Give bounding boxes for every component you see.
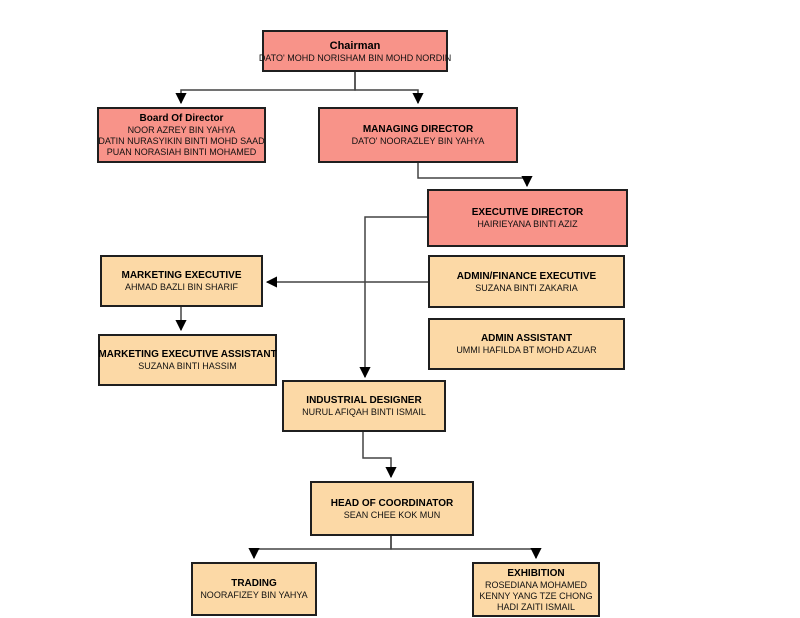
node-person: UMMI HAFILDA BT MOHD AZUAR <box>456 345 597 355</box>
connector-industrial-designer-to-head-coordinator <box>362 432 397 479</box>
node-person: SUZANA BINTI ZAKARIA <box>475 282 578 293</box>
connector-chairman-to-managing-director <box>354 72 424 105</box>
node-person: PUAN NORASIAH BINTI MOHAMED <box>106 147 257 157</box>
org-node-industrial-designer[interactable]: INDUSTRIAL DESIGNER NURUL AFIQAH BINTI I… <box>282 380 446 432</box>
node-person: DATO' NOORAZLEY BIN YAHYA <box>351 136 485 146</box>
org-node-head-of-coordinator[interactable]: HEAD OF COORDINATOR SEAN CHEE KOK MUN <box>310 481 474 536</box>
org-node-chairman[interactable]: Chairman DATO' MOHD NORISHAM BIN MOHD NO… <box>258 30 452 72</box>
node-person: DATO' MOHD NORISHAM BIN MOHD NORDIN <box>258 52 452 63</box>
node-person: SEAN CHEE KOK MUN <box>343 509 441 520</box>
node-title: MARKETING EXECUTIVE <box>121 270 242 281</box>
connector-head-coordinator-to-trading <box>248 536 392 560</box>
connector-managing-to-executive-director <box>417 163 533 188</box>
org-node-board-of-director[interactable]: Board Of Director NOOR AZREY BIN YAHYA D… <box>97 107 266 163</box>
org-node-admin-finance-executive[interactable]: ADMIN/FINANCE EXECUTIVE SUZANA BINTI ZAK… <box>428 255 625 308</box>
node-person: ROSEDIANA MOHAMED <box>484 579 587 590</box>
org-node-marketing-executive[interactable]: MARKETING EXECUTIVE AHMAD BAZLI BIN SHAR… <box>100 255 263 307</box>
node-title: MANAGING DIRECTOR <box>362 124 474 135</box>
org-node-managing-director[interactable]: MANAGING DIRECTOR DATO' NOORAZLEY BIN YA… <box>318 107 518 163</box>
node-title: INDUSTRIAL DESIGNER <box>306 395 422 406</box>
org-node-admin-assistant[interactable]: ADMIN ASSISTANT UMMI HAFILDA BT MOHD AZU… <box>428 318 625 370</box>
node-person: KENNY YANG TZE CHONG <box>479 590 593 601</box>
node-person: DATIN NURASYIKIN BINTI MOHD SAAD <box>98 136 265 146</box>
connector-executive-director-to-industrial-designer <box>359 216 427 379</box>
node-title: HEAD OF COORDINATOR <box>330 497 454 509</box>
node-person: AHMAD BAZLI BIN SHARIF <box>124 282 239 292</box>
node-title: EXHIBITION <box>507 567 565 579</box>
node-person: HADI ZAITI ISMAIL <box>496 601 575 612</box>
node-person: NOORAFIZEY BIN YAHYA <box>200 590 308 600</box>
node-title: ADMIN ASSISTANT <box>480 333 573 344</box>
node-title: Chairman <box>329 39 381 52</box>
node-person: NOOR AZREY BIN YAHYA <box>127 125 236 135</box>
connector-head-coordinator-to-exhibition <box>390 536 542 560</box>
org-node-exhibition[interactable]: EXHIBITION ROSEDIANA MOHAMED KENNY YANG … <box>472 562 600 617</box>
node-title: EXECUTIVE DIRECTOR <box>471 207 584 218</box>
node-person: NURUL AFIQAH BINTI ISMAIL <box>302 407 426 417</box>
org-node-trading[interactable]: TRADING NOORAFIZEY BIN YAHYA <box>191 562 317 616</box>
node-title: TRADING <box>231 578 277 589</box>
org-node-executive-director[interactable]: EXECUTIVE DIRECTOR HAIRIEYANA BINTI AZIZ <box>427 189 628 247</box>
connector-chairman-to-board <box>175 72 356 105</box>
node-person: SUZANA BINTI HASSIM <box>138 361 237 371</box>
node-title: Board Of Director <box>139 113 224 124</box>
node-person: HAIRIEYANA BINTI AZIZ <box>477 219 578 229</box>
node-title: ADMIN/FINANCE EXECUTIVE <box>456 270 597 282</box>
org-node-marketing-executive-assistant[interactable]: MARKETING EXECUTIVE ASSISTANT SUZANA BIN… <box>98 334 277 386</box>
node-title: MARKETING EXECUTIVE ASSISTANT <box>98 349 277 360</box>
